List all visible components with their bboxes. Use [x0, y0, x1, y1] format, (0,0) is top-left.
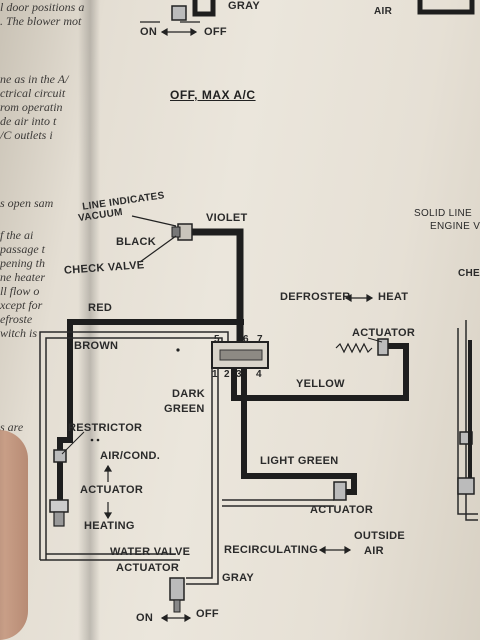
left-text-line: . The blower mot [0, 14, 82, 28]
label-air: AIR [364, 545, 384, 557]
left-text-line: efroste [0, 312, 33, 326]
diagram-title: OFF, MAX A/C [170, 88, 256, 102]
pin-2: 2 [224, 369, 230, 380]
left-text-line: ctrical circuit [0, 86, 66, 100]
left-text-line: ll flow o [0, 284, 40, 298]
label-on-top: ON [140, 26, 158, 38]
left-text-line: ne as in the A/ [0, 72, 69, 86]
left-text-line: s open sam [0, 196, 54, 210]
water-valve-icon [169, 577, 185, 613]
pin-6: 6 [243, 334, 249, 345]
actuator-top-pointer [367, 337, 383, 343]
label-yellow: YELLOW [296, 378, 345, 390]
left-text-line: pening th [0, 256, 45, 270]
label-air-top: AIR [374, 6, 393, 17]
label-actuator-mid: ACTUATOR [80, 484, 144, 496]
pin-7: 7 [257, 334, 263, 345]
left-text-line: l door positions a [0, 0, 85, 14]
label-actuator-top: ACTUATOR [352, 327, 416, 339]
label-air-cond: AIR/COND. [100, 450, 161, 462]
left-text-line: xcept for [0, 298, 43, 312]
actuator-right-icon [333, 481, 347, 501]
left-text-line: /C outlets i [0, 128, 53, 142]
dark-green-hose-a [186, 368, 219, 585]
label-solid-line: SOLID LINE [414, 208, 473, 219]
label-actuator-right: ACTUATOR [310, 504, 374, 516]
vacuum-switch [211, 341, 269, 369]
check-valve-icon [171, 223, 193, 241]
label-red: RED [88, 302, 113, 314]
label-gray-top: GRAY [228, 0, 260, 12]
violet-hose [192, 228, 244, 346]
dot-marker [96, 438, 100, 442]
left-text-line: witch is [0, 326, 38, 340]
left-text-line: ne heater [0, 270, 45, 284]
pin-5: 5 [214, 334, 220, 345]
brown-hose-outer [39, 331, 229, 560]
right-partial-diagram [457, 320, 478, 521]
pin-4: 4 [256, 369, 262, 380]
label-dark: DARK [172, 388, 205, 400]
light-green-hose [241, 368, 357, 495]
dot-marker [176, 348, 180, 352]
label-green: GREEN [164, 403, 205, 415]
label-recirculating: RECIRCULATING [224, 544, 319, 556]
dot-marker [90, 438, 94, 442]
label-light-green: LIGHT GREEN [260, 455, 339, 467]
label-restrictor: RESTRICTOR [68, 422, 143, 434]
label-outside: OUTSIDE [354, 530, 405, 542]
label-on-bottom: ON [136, 612, 154, 624]
top-partial-diagram [140, 0, 475, 23]
arrows [103, 27, 374, 623]
label-water-valve: WATER VALVE [110, 546, 191, 558]
thumb-overlay [0, 430, 28, 640]
label-black: BLACK [116, 236, 156, 248]
label-off-bottom: OFF [196, 608, 219, 620]
left-text-line: rom operatin [0, 100, 63, 114]
check-valve-pointer [139, 235, 177, 263]
left-text-line: de air into t [0, 114, 57, 128]
brown-hose-bottom [40, 553, 180, 561]
vacuum-pointer [131, 215, 177, 227]
ac-actuator-icon [49, 499, 69, 527]
label-violet: VIOLET [206, 212, 248, 224]
label-heating: HEATING [84, 520, 135, 532]
label-defroster: DEFROSTER [280, 291, 351, 303]
left-text-line: passage t [0, 242, 45, 256]
label-che: CHE [458, 268, 480, 279]
left-text-line: f the ai [0, 228, 34, 242]
yellow-hose [231, 343, 409, 401]
label-brown: BROWN [74, 340, 119, 352]
label-heat: HEAT [378, 291, 409, 303]
label-actuator-bottom: ACTUATOR [116, 562, 180, 574]
gray-hose [222, 499, 334, 507]
actuator-top-icon [335, 338, 389, 356]
restrictor-pointer [61, 431, 85, 455]
pin-3: 3 [236, 369, 242, 380]
label-gray: GRAY [222, 572, 254, 584]
label-off-top: OFF [204, 26, 227, 38]
dark-green-hose-b [186, 368, 213, 579]
label-engine-v: ENGINE V [430, 221, 480, 232]
pin-1: 1 [212, 369, 218, 380]
